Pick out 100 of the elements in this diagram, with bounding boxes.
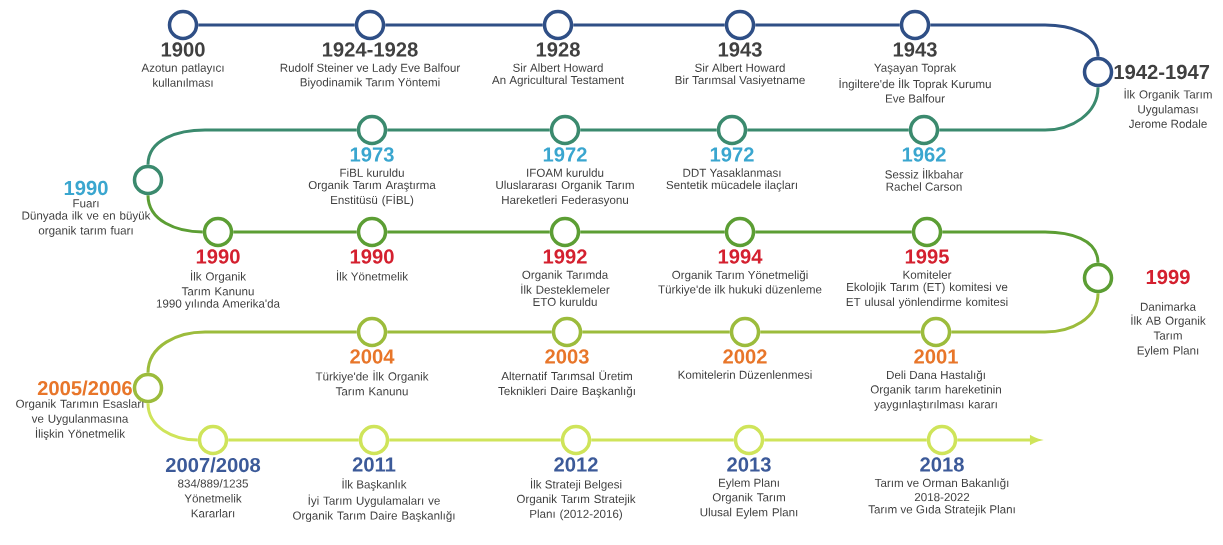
event-description: Dünyada ilk ve en büyük organik tarım fuarı: [22, 211, 151, 237]
event-description: Eylem Planı: [719, 478, 779, 490]
year-label: 2001: [914, 349, 958, 364]
timeline-line: [764, 438, 927, 442]
event-description: Komitelerin Düzenlenmesi: [678, 370, 812, 379]
event-description: İlk Yönetmelik: [337, 270, 409, 281]
event-description: Sessiz İlkbahar: [885, 168, 964, 179]
timeline-line: [146, 128, 357, 165]
event-description: DDT Yasaklanması: [683, 168, 781, 177]
event-description: İlk Başkanlık: [342, 478, 407, 491]
event-description: Jerome Rodale: [1128, 119, 1207, 128]
year-label: 1994: [718, 249, 763, 264]
event-description: Rudolf Steiner ve Lady Eve Balfour: [280, 63, 460, 75]
event-description: Organik tarım hareketinin yaygınlaştırılması kararı: [870, 385, 1001, 411]
year-label: 2018: [920, 457, 964, 472]
timeline-line: [198, 23, 355, 27]
event-description: Sentetik mücadele ilaçları: [666, 180, 797, 192]
event-description: IFOAM kuruldu: [527, 168, 604, 177]
year-label: 1972: [543, 147, 587, 162]
timeline-line: [228, 438, 359, 442]
event-description: İngiltere'de İlk Toprak Kurumu: [839, 77, 991, 91]
event-description: Tarım ve Orman Bakanlığı: [874, 478, 1009, 490]
timeline-line: [582, 330, 730, 334]
timeline-line: [755, 230, 912, 234]
timeline-line: [747, 128, 909, 132]
year-label: 1943: [893, 42, 937, 57]
event-description: Bir Tarımsal Vasiyetname: [675, 75, 805, 87]
event-description: İlk Organik Tarım Kanunu: [181, 270, 254, 296]
year-label: 1990: [196, 249, 240, 264]
event-description: Organik Tarımın Esasları ve Uygulanmasına İlişkin Yönetmelik: [16, 399, 144, 441]
timeline-line: [389, 438, 561, 442]
event-description: Türkiye'de ilk hukuki düzenleme: [658, 285, 822, 296]
event-description: Komiteler: [903, 270, 952, 279]
timeline-line: [146, 403, 198, 442]
event-description: 2018-2022: [914, 493, 970, 502]
year-label: 1962: [902, 147, 946, 162]
year-label: 1924-1928: [322, 42, 418, 57]
timeline-line: [385, 23, 543, 27]
year-label: 1972: [710, 147, 754, 162]
event-description: Organik Tarım Araştırma Enstitüsü (FİBL): [308, 180, 436, 207]
year-label: 1999: [1146, 269, 1190, 285]
timeline-line: [951, 293, 1100, 334]
timeline-line: [580, 128, 717, 132]
event-description: Danimarka: [1140, 302, 1197, 311]
timeline-line: [930, 23, 1100, 57]
event-description: Azotun patlayıcı kullanılması: [141, 63, 224, 87]
timeline-line: [387, 330, 552, 334]
timeline-line: [939, 87, 1100, 132]
event-description: Uluslararası Organik Tarım Hareketleri Federasyonu: [496, 180, 634, 207]
event-description: Biyodinamik Tarım Yöntemi: [300, 77, 440, 89]
year-label: 2007/2008: [165, 457, 261, 473]
year-label: 2005/2006: [37, 380, 132, 396]
event-description: Sir Albert Howard: [513, 63, 603, 72]
event-description: ETO kuruldu: [533, 297, 597, 307]
event-description: Yaşayan Toprak: [874, 63, 957, 75]
event-description: Rachel Carson: [886, 182, 962, 191]
year-label: 1990: [64, 180, 108, 196]
timeline-line: [233, 230, 357, 234]
timeline-line: [573, 23, 725, 27]
year-label: 2002: [723, 349, 767, 364]
event-description: Fuarı: [73, 199, 99, 208]
year-label: 1990: [350, 249, 394, 264]
year-label: 2003: [545, 349, 589, 364]
year-label: 1928: [536, 42, 580, 57]
year-label: 1900: [161, 42, 205, 57]
event-description: Organik Tarım Stratejik Planı (2012-2016): [516, 494, 636, 521]
timeline-line: [580, 230, 725, 234]
event-description: Deli Dana Hastalığı: [887, 370, 985, 382]
timeline-line: [591, 438, 734, 442]
year-label: 2013: [727, 457, 771, 472]
event-description: İlk Organik Tarım Uygulaması: [1124, 88, 1212, 116]
timeline-line: [387, 128, 550, 132]
event-description: Organik Tarım Ulusal Eylem Planı: [700, 492, 798, 519]
year-label: 1942-1947: [1114, 64, 1210, 80]
timeline-line: [755, 23, 900, 27]
timeline-line: [942, 230, 1100, 263]
event-description: İyi Tarım Uygulamaları ve Organik Tarım Daire Başkanlığı: [293, 494, 455, 523]
event-description: Ekolojik Tarım (ET) komitesi ve ET ulusal yönlendirme komitesi: [846, 282, 1008, 309]
event-description: Türkiye'de İlk Organik Tarım Kanunu: [315, 370, 429, 396]
event-description: 1990 yılında Amerika'da: [156, 299, 280, 310]
timeline-line: [387, 230, 550, 234]
year-label: 1943: [718, 42, 762, 57]
year-label: 1992: [543, 249, 587, 264]
event-description: Tarım ve Gıda Stratejik Planı: [868, 504, 1015, 516]
event-description: Sir Albert Howard: [695, 63, 785, 72]
event-description: İlk AB Organik Tarım Eylem Planı: [1131, 314, 1206, 357]
event-description: İlk Strateji Belgesi: [531, 478, 622, 491]
timeline-line: [146, 330, 357, 373]
event-description: Alternatif Tarımsal Üretim Teknikleri Daire Başkanlığı: [498, 370, 635, 398]
year-label: 1995: [905, 249, 949, 264]
timeline-line: [760, 330, 921, 334]
event-description: 834/889/1235 Yönetmelik Kararları: [178, 479, 248, 518]
timeline-line: [146, 195, 203, 234]
event-description: An Agricultural Testament: [491, 75, 624, 87]
event-description: Organik Tarım Yönetmeliği: [672, 270, 808, 282]
year-label: 2012: [554, 457, 598, 472]
year-label: 2011: [352, 457, 396, 472]
event-description: Organik Tarımda İlk Desteklemeler: [521, 270, 610, 294]
event-description: Eve Balfour: [886, 94, 945, 103]
event-description: FiBL kuruldu: [340, 168, 404, 177]
